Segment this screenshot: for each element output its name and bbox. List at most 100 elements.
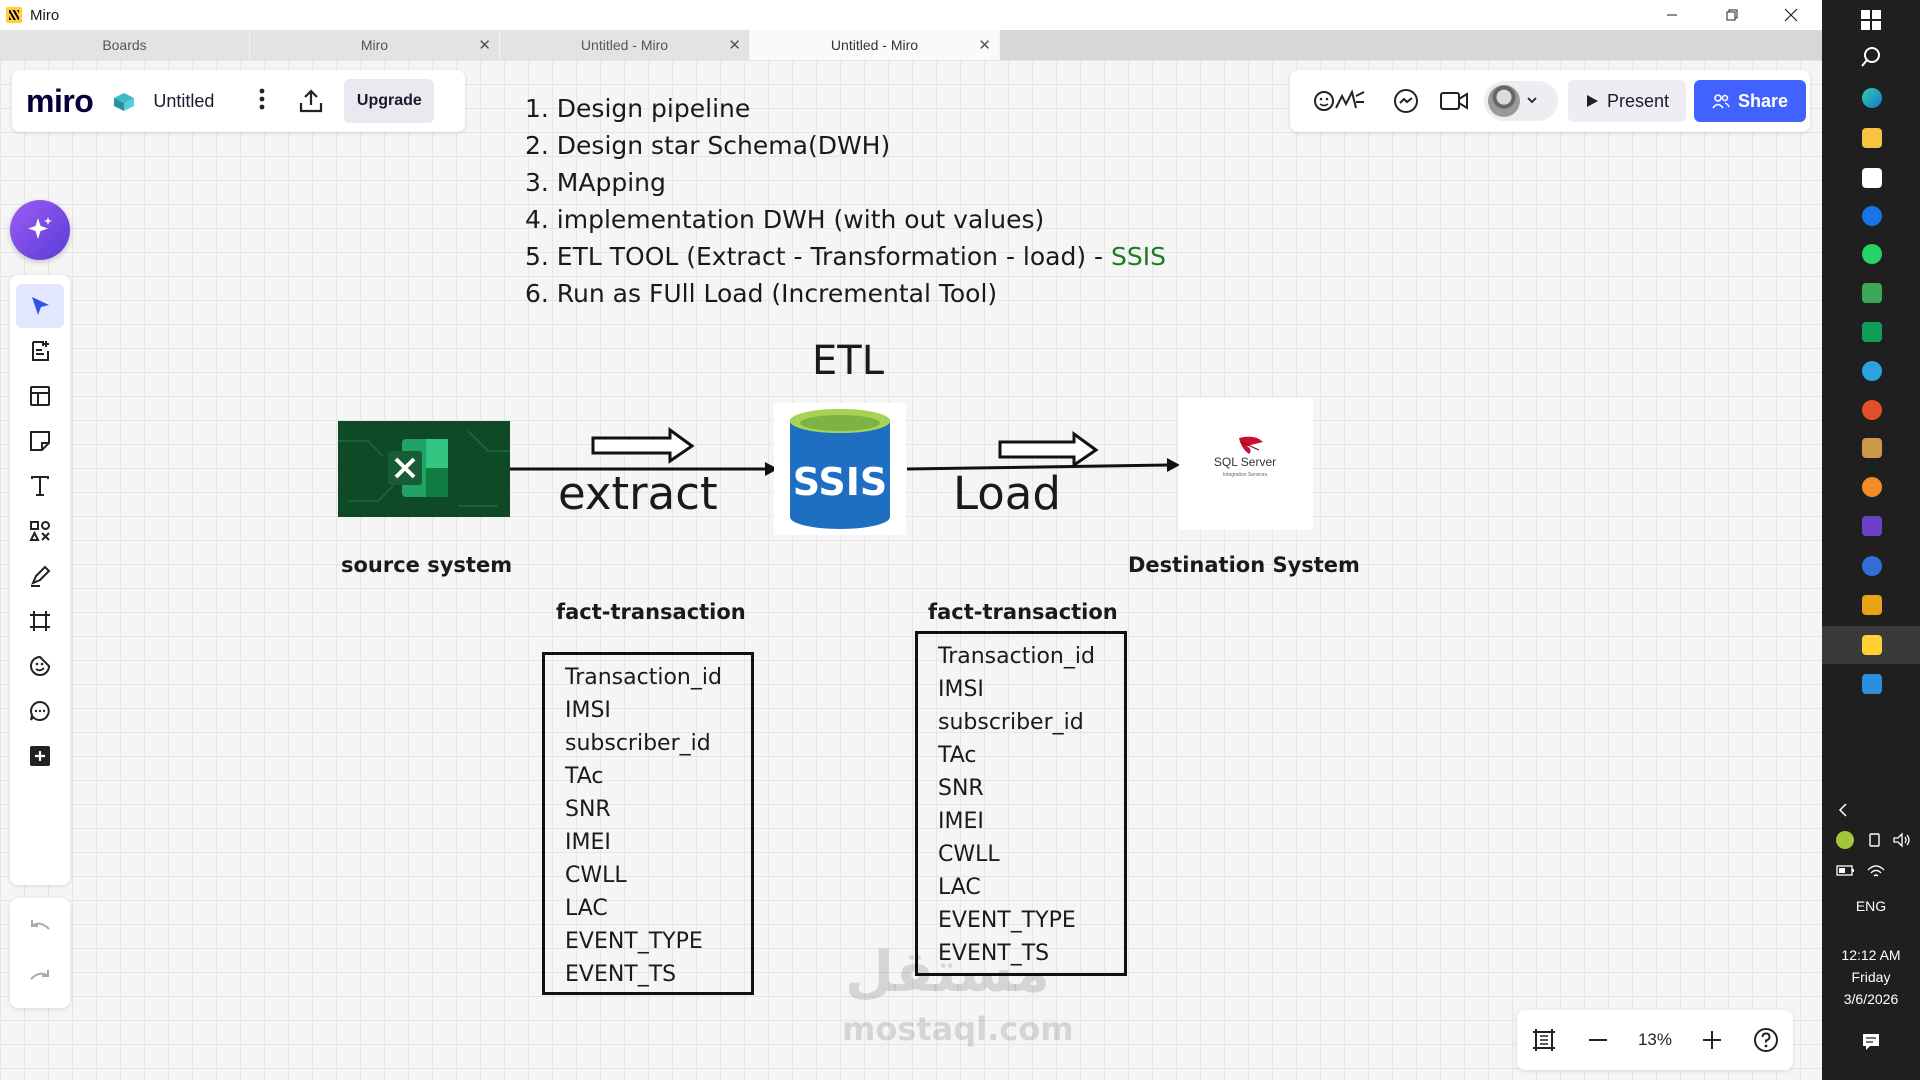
etl-title[interactable]: ETL bbox=[812, 338, 884, 384]
tab-close-icon[interactable]: ✕ bbox=[978, 37, 991, 54]
zoom-level[interactable]: 13% bbox=[1637, 1030, 1672, 1049]
field-item: IMSI bbox=[565, 698, 611, 723]
text-tool[interactable] bbox=[16, 464, 64, 508]
pen-tool[interactable] bbox=[16, 554, 64, 598]
help-icon[interactable] bbox=[1753, 1027, 1779, 1053]
app-icon-red[interactable] bbox=[1862, 400, 1882, 420]
field-item: subscriber_id bbox=[565, 731, 711, 756]
app-icon-brown[interactable] bbox=[1862, 438, 1882, 458]
restore-button[interactable] bbox=[1703, 0, 1761, 30]
fit-to-screen-icon[interactable] bbox=[1531, 1027, 1557, 1053]
firefox-icon[interactable] bbox=[1862, 477, 1882, 497]
miro-logo[interactable]: miro bbox=[26, 82, 94, 119]
tab-miro[interactable]: Miro✕ bbox=[250, 30, 500, 60]
more-apps-tool[interactable] bbox=[16, 734, 64, 778]
sticky-note-icon bbox=[30, 431, 50, 451]
fact-right-table[interactable]: Transaction_id IMSI subscriber_id TAc SN… bbox=[915, 631, 1127, 976]
close-window-button[interactable] bbox=[1762, 0, 1820, 30]
comment-tool[interactable] bbox=[16, 689, 64, 733]
select-tool[interactable] bbox=[16, 284, 64, 328]
field-item: CWLL bbox=[565, 863, 627, 888]
frame-tool[interactable] bbox=[16, 599, 64, 643]
board-canvas[interactable]: miro Untitled Upgrade Present bbox=[0, 60, 1822, 1080]
fact-left-table[interactable]: Transaction_id IMSI subscriber_id TAc SN… bbox=[542, 652, 754, 995]
user-avatar-menu[interactable] bbox=[1484, 81, 1558, 121]
reactions-icon[interactable] bbox=[1310, 81, 1370, 121]
volume-icon[interactable] bbox=[1892, 832, 1912, 848]
share-button[interactable]: Share bbox=[1694, 80, 1806, 122]
destination-system-caption[interactable]: Destination System bbox=[1128, 553, 1360, 577]
chat-icon[interactable] bbox=[1386, 81, 1426, 121]
comment-icon bbox=[30, 700, 50, 721]
fact-left-title[interactable]: fact-transaction bbox=[556, 600, 746, 624]
excel-logo-image[interactable] bbox=[338, 421, 510, 517]
extract-label[interactable]: extract bbox=[558, 467, 718, 520]
outlook-icon[interactable] bbox=[1862, 206, 1882, 226]
ai-assistant-button[interactable] bbox=[10, 200, 70, 260]
upgrade-button[interactable]: Upgrade bbox=[344, 79, 435, 123]
sheets-icon[interactable] bbox=[1862, 322, 1882, 342]
source-system-caption[interactable]: source system bbox=[341, 553, 513, 577]
search-icon[interactable] bbox=[1860, 46, 1882, 68]
present-button[interactable]: Present bbox=[1568, 80, 1686, 122]
board-header: miro Untitled Upgrade bbox=[12, 70, 465, 132]
step-2: 2. Design star Schema(DWH) bbox=[525, 131, 891, 160]
load-label[interactable]: Load bbox=[953, 467, 1061, 520]
stickers-tool[interactable] bbox=[16, 644, 64, 688]
field-item: LAC bbox=[565, 896, 608, 921]
field-item: Transaction_id bbox=[565, 665, 722, 690]
telegram-icon[interactable] bbox=[1862, 361, 1882, 381]
sticky-note-tool[interactable] bbox=[16, 419, 64, 463]
shapes-tool[interactable] bbox=[16, 509, 64, 553]
tab-untitled-miro[interactable]: Untitled - Miro✕ bbox=[500, 30, 750, 60]
board-name[interactable]: Untitled bbox=[153, 90, 215, 111]
avatar[interactable] bbox=[1488, 85, 1520, 117]
battery-icon[interactable] bbox=[1836, 864, 1856, 878]
edge-browser-icon[interactable] bbox=[1862, 88, 1882, 108]
steps-list[interactable]: 1. Design pipeline 2. Design star Schema… bbox=[525, 90, 1166, 312]
redo-button[interactable] bbox=[16, 956, 64, 1000]
pen-icon bbox=[31, 565, 51, 587]
microsoft-store-icon[interactable] bbox=[1862, 168, 1882, 188]
language-indicator[interactable]: ENG bbox=[1855, 898, 1887, 914]
tab-label: Boards bbox=[102, 37, 147, 53]
miro-taskbar-icon[interactable] bbox=[1862, 635, 1882, 655]
vscode-icon[interactable] bbox=[1862, 674, 1882, 694]
file-explorer-icon[interactable] bbox=[1862, 128, 1882, 148]
database-app-icon[interactable] bbox=[1862, 556, 1882, 576]
tab-close-icon[interactable]: ✕ bbox=[728, 37, 741, 54]
frames-layout-tool[interactable] bbox=[16, 374, 64, 418]
ssis-logo-image[interactable]: SSIS bbox=[774, 403, 906, 535]
video-call-icon[interactable] bbox=[1434, 81, 1474, 121]
windows-start-icon[interactable] bbox=[1860, 9, 1882, 31]
tab-label: Untitled - Miro bbox=[830, 37, 919, 53]
fact-right-title[interactable]: fact-transaction bbox=[928, 600, 1118, 624]
minimize-button[interactable] bbox=[1643, 0, 1701, 30]
play-icon bbox=[1586, 95, 1598, 107]
step-6: 6. Run as FUll Load (Incremental Tool) bbox=[525, 279, 998, 308]
sql-server-logo-image[interactable]: SQL Server Integration Services bbox=[1179, 398, 1313, 530]
clock[interactable]: 12:12 AM Friday 3/6/2026 bbox=[1822, 944, 1920, 1010]
teams-chat-icon[interactable] bbox=[1862, 283, 1882, 303]
phone-link-icon[interactable] bbox=[1866, 832, 1882, 848]
wifi-icon[interactable] bbox=[1866, 862, 1886, 880]
layout-icon bbox=[30, 386, 50, 406]
tab-close-icon[interactable]: ✕ bbox=[478, 37, 491, 54]
visual-studio-icon[interactable] bbox=[1862, 516, 1882, 536]
chevron-left-icon[interactable] bbox=[1836, 802, 1850, 818]
whatsapp-icon[interactable] bbox=[1862, 244, 1882, 264]
app-icon-orange[interactable] bbox=[1862, 595, 1882, 615]
undo-button[interactable] bbox=[16, 906, 64, 950]
zoom-out-icon[interactable] bbox=[1586, 1028, 1610, 1052]
tab-boards[interactable]: Boards bbox=[0, 30, 250, 60]
zoom-controls: 13% bbox=[1517, 1010, 1793, 1070]
notifications-icon[interactable] bbox=[1861, 1032, 1881, 1052]
board-menu-button[interactable] bbox=[250, 88, 274, 114]
export-button[interactable] bbox=[294, 84, 328, 118]
tray-app-icon[interactable] bbox=[1836, 831, 1854, 849]
tab-untitled-miro-active[interactable]: Untitled - Miro ✕ bbox=[750, 30, 1000, 60]
collaboration-toolbar: Present Share bbox=[1290, 70, 1810, 132]
zoom-in-icon[interactable] bbox=[1700, 1028, 1724, 1052]
templates-tool[interactable] bbox=[16, 329, 64, 373]
watermark: mostaql.com bbox=[842, 1010, 1074, 1048]
